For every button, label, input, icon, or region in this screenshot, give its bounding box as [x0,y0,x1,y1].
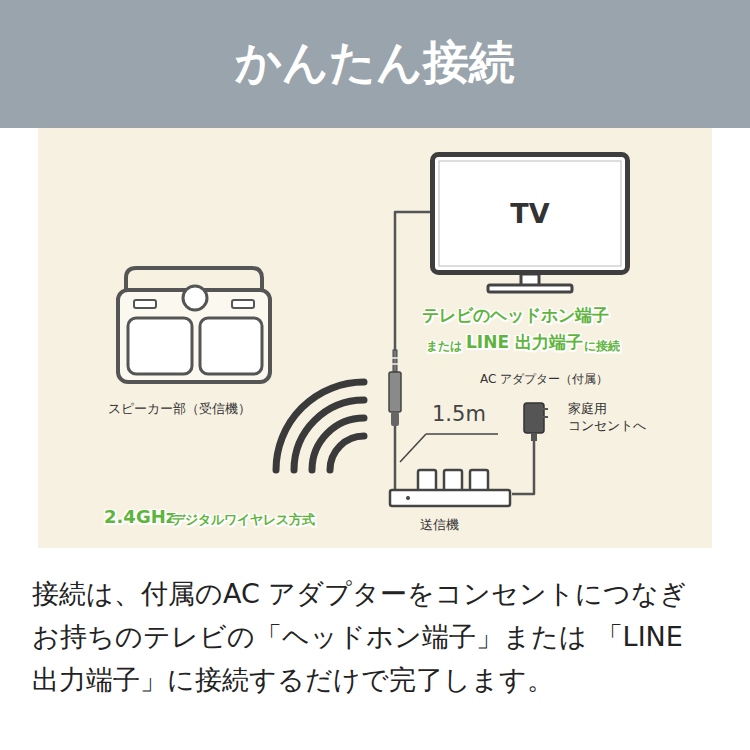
ac-adapter: AC アダプター（付属） [522,395,546,441]
ac-adapter-outline [522,395,546,441]
connection-note: に接続 [584,338,620,355]
node-label: TV [430,152,630,275]
page-title: かんたん接続 [0,30,750,94]
speaker-receiver-outline [114,264,274,384]
cable [395,212,430,492]
connection-note: LINE 出力端子 [466,331,583,354]
tv-stand [488,274,572,292]
transmitter: 送信機 [388,468,512,508]
transmitter-outline [388,468,512,508]
node-label: スピーカー部（受信機） [108,400,251,418]
connection-note: テレビのヘッドホン端子 [422,304,609,327]
headphone-plug [389,350,401,426]
caption-text: 接続は、付属のAC アダプターをコンセントにつなぎ お持ちのテレビの「ヘッドホン… [32,572,692,701]
frequency: 2.4GHz [104,506,176,527]
cable-length: 1.5m [432,402,486,426]
tv-screen: TV [430,152,630,275]
header-band [0,0,750,128]
outlet-note: 家庭用 コンセントへ [568,400,654,434]
node-label: AC アダプター（付属） [480,371,608,388]
speaker-receiver: スピーカー部（受信機） [114,264,274,384]
connection-note: または [426,338,462,355]
cable [512,441,534,494]
length-leader [400,434,498,462]
node-label: 送信機 [420,516,459,534]
wireless-method: デジタルワイヤレス方式 [172,511,315,529]
illustration-ground [38,128,712,548]
wireless-waves [276,382,364,470]
